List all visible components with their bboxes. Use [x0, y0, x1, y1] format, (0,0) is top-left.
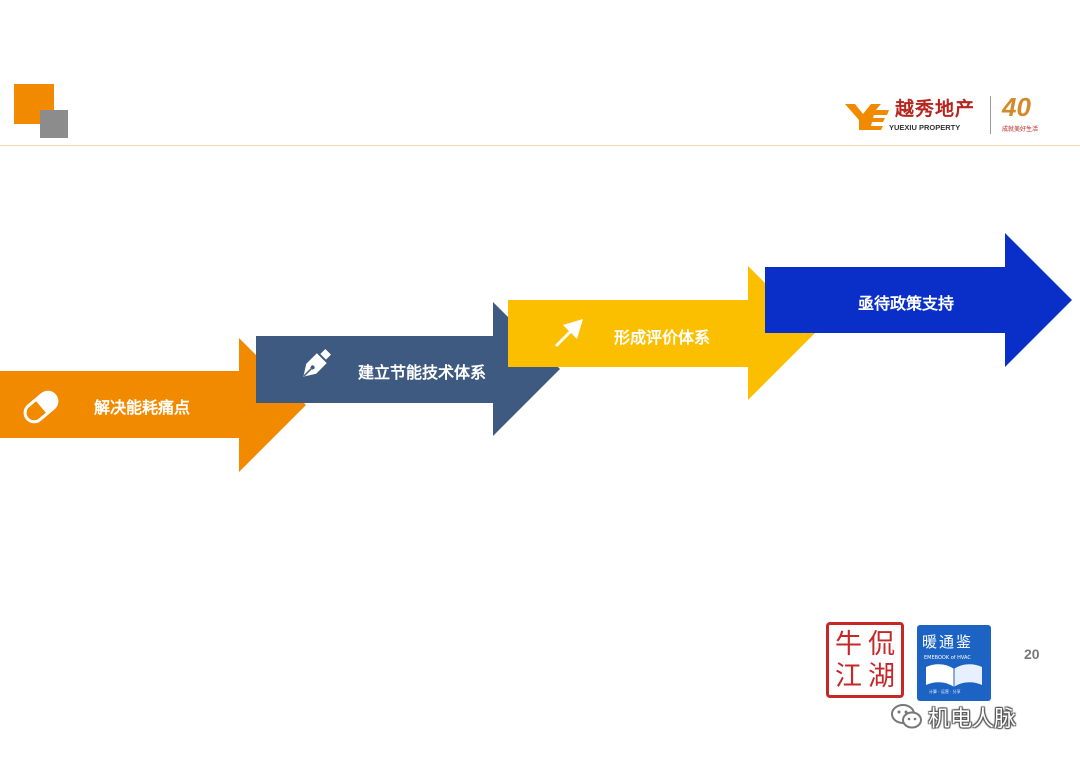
pen-icon — [303, 349, 331, 377]
step-arrow-2 — [256, 302, 560, 436]
page-number: 20 — [1024, 646, 1040, 662]
header-divider — [0, 145, 1080, 146]
badge-footer: 计算 · 运营 · 分享 — [929, 689, 961, 694]
open-book-icon — [926, 664, 982, 687]
gray-square — [40, 110, 68, 138]
logo-divider — [990, 96, 991, 134]
corner-decoration — [0, 0, 80, 150]
yuexiu-ye-mark — [845, 104, 889, 130]
pill-icon — [23, 390, 59, 424]
step-3-label: 形成评价体系 — [614, 328, 711, 347]
badge-title: 暖通鉴 — [922, 633, 974, 651]
blue-book-badge: 暖通鉴 EMEBOOK of HVAC 计算 · 运营 · 分享 — [917, 625, 991, 701]
seal-char-2: 侃 — [868, 629, 895, 660]
cursor-arrow-icon — [555, 319, 583, 347]
logo-english-name: YUEXIU PROPERTY — [889, 123, 961, 132]
red-seal-stamp: 牛 侃 江 湖 — [826, 622, 904, 698]
seal-char-1: 牛 — [835, 629, 862, 660]
badge-english: EMEBOOK of HVAC — [924, 655, 971, 661]
anniversary-mark: 40 — [1002, 92, 1031, 122]
step-arrow-3 — [508, 266, 815, 400]
step-1-label: 解决能耗痛点 — [94, 398, 191, 417]
anniversary-slogan: 成就美好生活 — [1002, 126, 1039, 133]
step-2-label: 建立节能技术体系 — [358, 363, 487, 382]
seal-char-3: 江 — [835, 661, 862, 692]
step-arrow-1 — [0, 338, 306, 472]
seal-char-4: 湖 — [868, 661, 895, 692]
step-arrow-4 — [765, 233, 1072, 367]
wechat-watermark: 机电人脉 — [890, 700, 1016, 734]
step-4-label: 亟待政策支持 — [858, 294, 955, 313]
company-logo: 越秀地产 YUEXIU PROPERTY 40 成就美好生活 — [845, 92, 1055, 140]
watermark-text: 机电人脉 — [928, 707, 1017, 732]
wechat-icon — [891, 704, 922, 729]
logo-chinese-name: 越秀地产 — [895, 98, 976, 120]
